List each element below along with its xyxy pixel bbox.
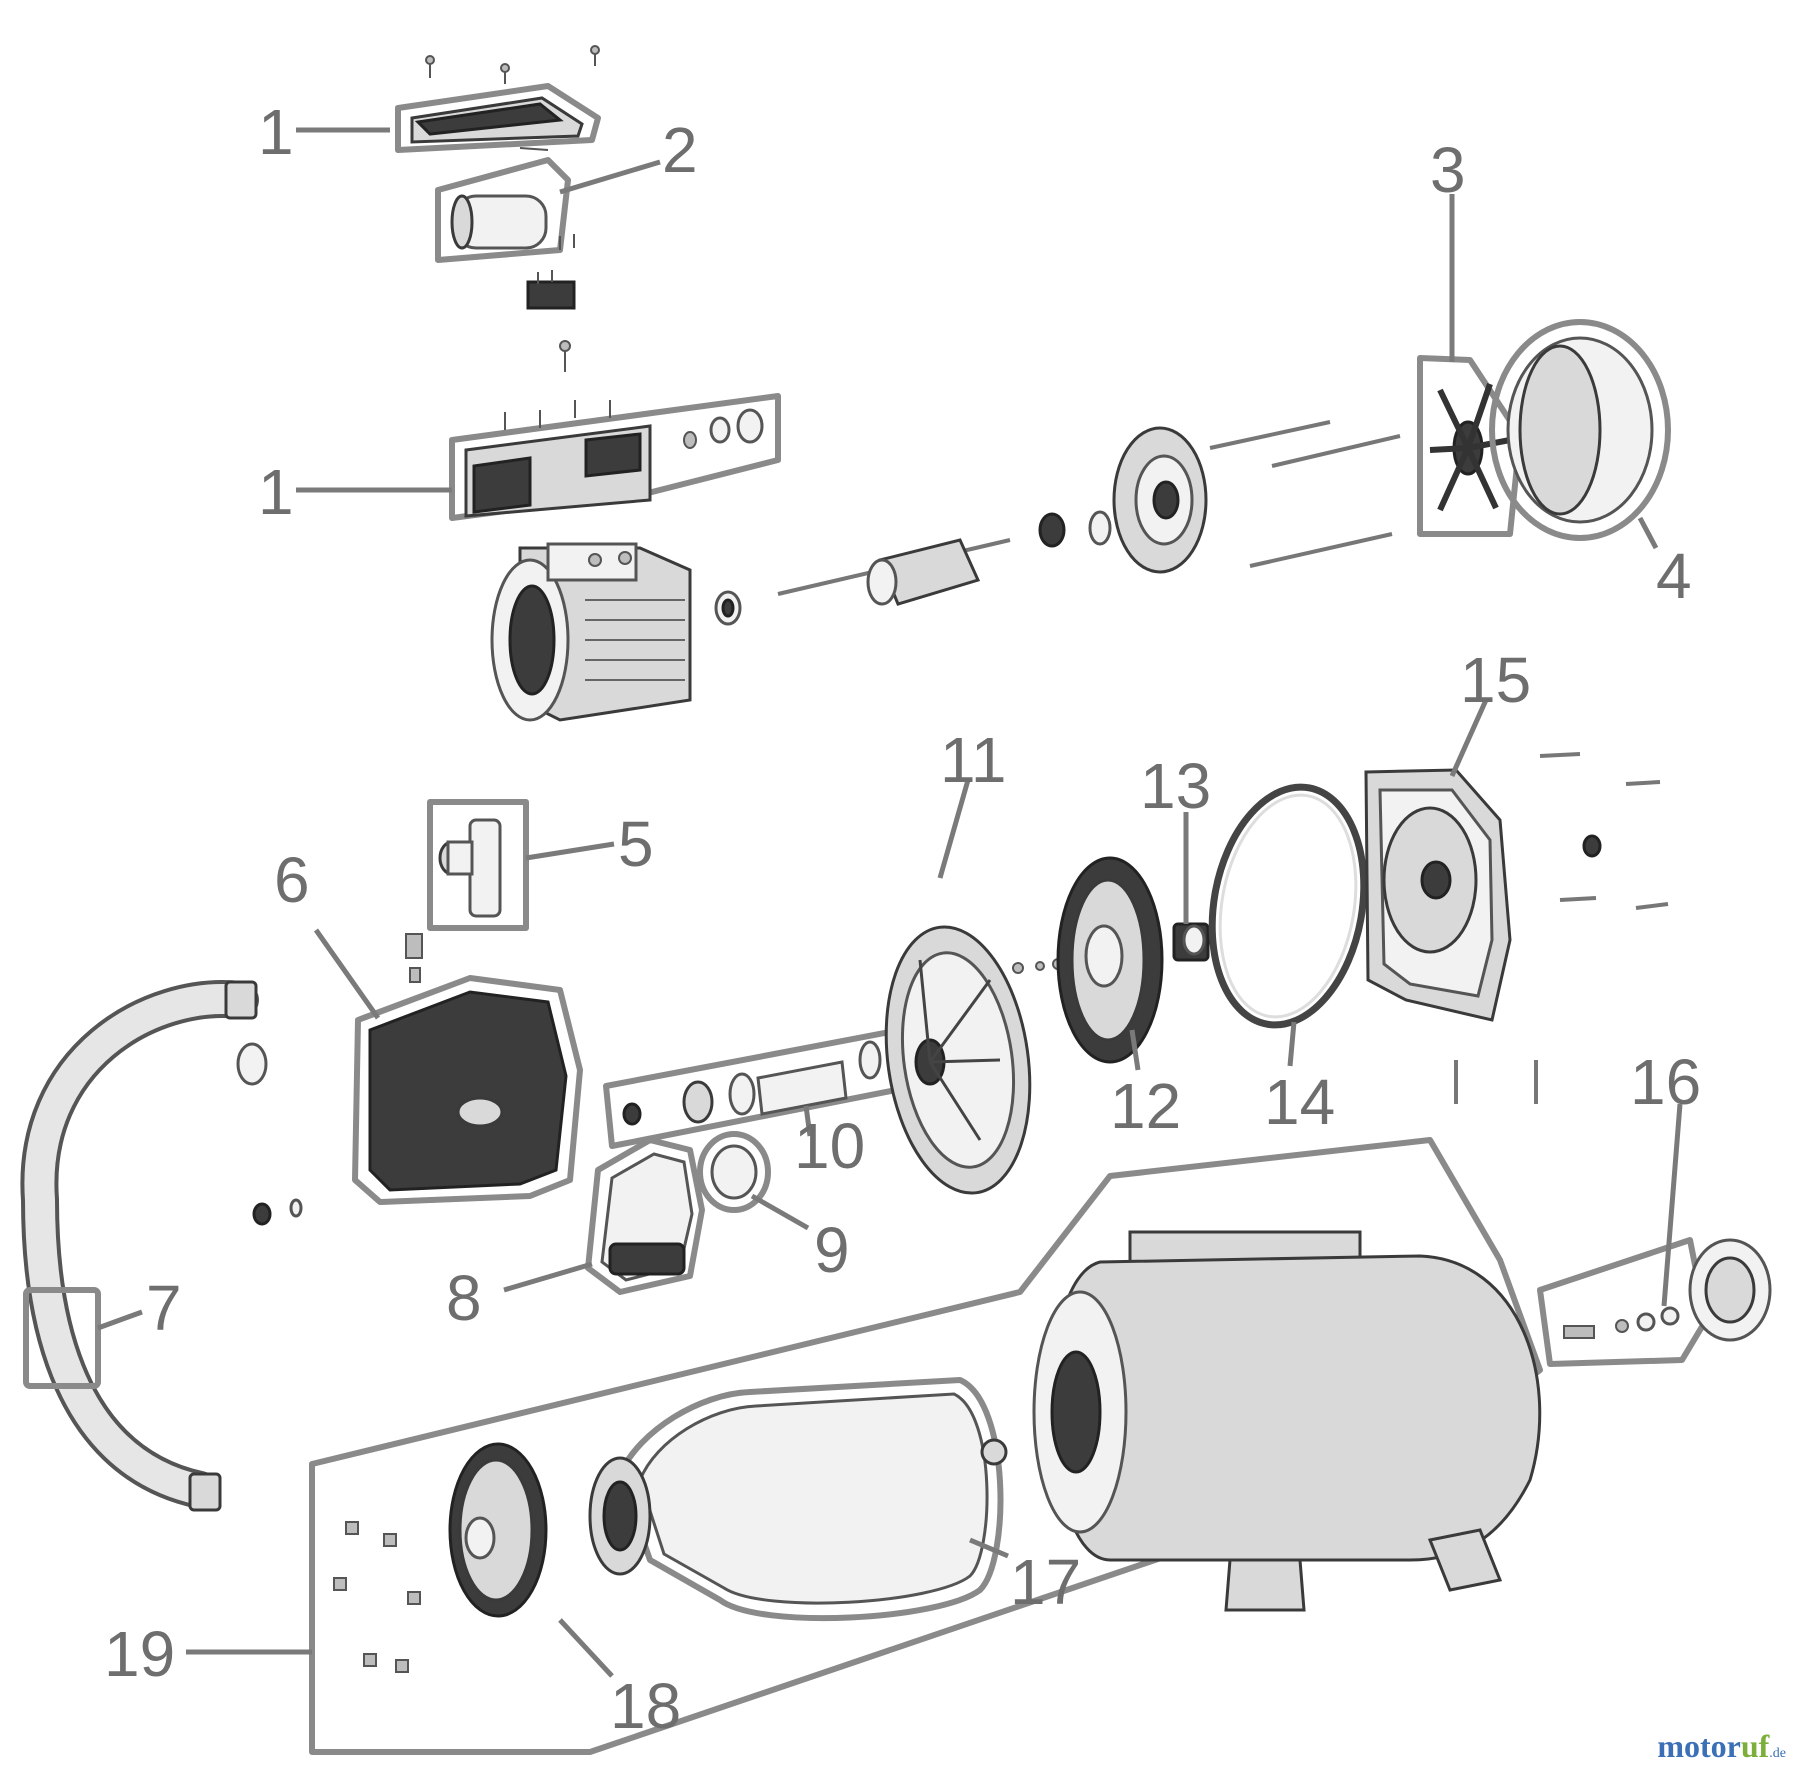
callout-14: 14	[1264, 1066, 1335, 1138]
part-1-terminal-box	[449, 393, 781, 521]
part-1-terminal-cover	[395, 45, 601, 153]
part-19-group-outline	[309, 1137, 1543, 1755]
callout-16: 16	[1630, 1046, 1701, 1118]
part-16-gauge-set	[1537, 1237, 1772, 1367]
motoruf-watermark-logo: motoruf.de	[1657, 1728, 1786, 1765]
part-17-membrane	[588, 1377, 1008, 1622]
part-13-mechanical-seal	[1172, 922, 1210, 962]
callout-15: 15	[1460, 644, 1531, 716]
callout-labels: 1 2 3 1 4 15 11 13 5 6 10 12 14 16 9 8 7…	[104, 96, 1701, 1742]
watermark-main: motor	[1657, 1728, 1741, 1764]
part-8-pressure-switch	[585, 1137, 705, 1295]
callout-11: 11	[940, 724, 1006, 796]
leader-lines	[97, 127, 1683, 1678]
end-shield	[1112, 420, 1401, 574]
part-7-hose	[20, 980, 259, 1512]
part-2-capacitor	[435, 147, 571, 263]
part-3-fan	[1417, 355, 1523, 537]
part-11-diffuser	[884, 925, 1032, 1195]
pressure-tank	[1032, 1230, 1542, 1612]
callout-9: 9	[814, 1214, 850, 1286]
rotor-assembly	[714, 510, 1112, 626]
part-9-nut	[697, 1131, 771, 1213]
callout-2: 2	[662, 114, 698, 186]
callout-1b: 1	[258, 456, 294, 528]
callout-6: 6	[274, 844, 310, 916]
watermark-suffix: .de	[1769, 1746, 1786, 1761]
callout-8: 8	[446, 1262, 482, 1334]
part-18-flange	[448, 1442, 548, 1618]
small-seals	[1012, 958, 1064, 974]
callout-12: 12	[1110, 1070, 1181, 1142]
callout-13: 13	[1140, 750, 1211, 822]
part-15-pump-flange	[1364, 768, 1512, 1022]
callout-17: 17	[1010, 1546, 1081, 1618]
part-5-tee-fitting	[427, 799, 529, 931]
fittings	[236, 1042, 303, 1226]
callout-1a: 1	[258, 96, 294, 168]
watermark-accent: uf	[1740, 1728, 1770, 1764]
motor-housing	[490, 542, 692, 722]
bolts	[1454, 752, 1669, 1104]
part-4-fan-cover	[1489, 319, 1671, 541]
callout-5: 5	[618, 808, 654, 880]
callout-3: 3	[1430, 134, 1466, 206]
switch-hardware	[526, 234, 576, 372]
callout-18: 18	[610, 1670, 681, 1742]
callout-7: 7	[146, 1272, 182, 1344]
callout-4: 4	[1656, 540, 1692, 612]
callout-10: 10	[794, 1110, 865, 1182]
part-14-o-ring	[1208, 783, 1368, 1029]
part-6-pump-housing	[352, 933, 583, 1205]
flange-screws	[333, 1521, 421, 1673]
callout-19: 19	[104, 1618, 175, 1690]
part-12-impeller	[1056, 856, 1164, 1064]
